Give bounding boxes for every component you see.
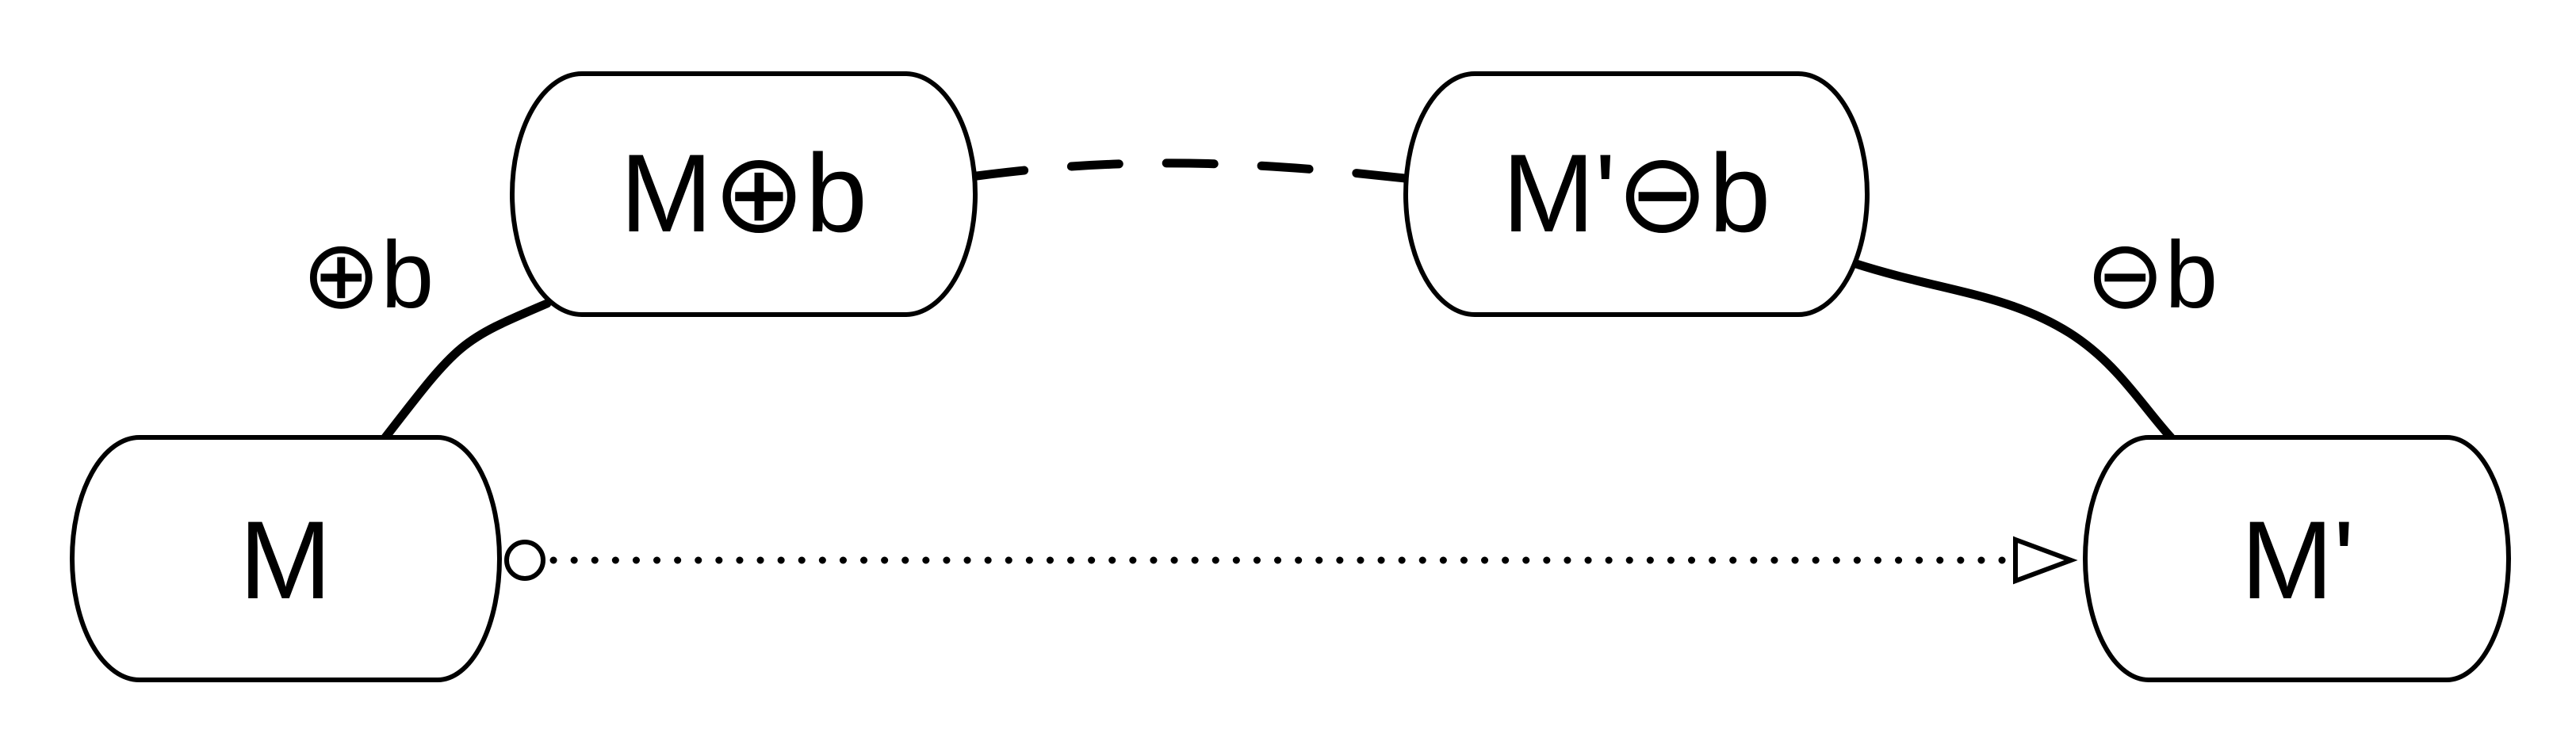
node-m-shape	[70, 435, 502, 682]
node-m-plus-b-label: M⊕b	[620, 131, 867, 255]
edge-m-to-m-plus-b	[381, 299, 552, 442]
edge-label-remove-b: ⊖b	[2085, 222, 2218, 328]
arrow-head-icon	[2013, 536, 2078, 585]
node-m-prime-label: M'	[2241, 498, 2354, 622]
node-m: M	[70, 435, 502, 682]
node-m-prime-shape	[2083, 435, 2511, 682]
node-m-prime-minus-b: M'⊖b	[1403, 71, 1870, 317]
edge-m-plus-b-to-m-prime-minus-b	[972, 158, 1410, 183]
node-m-prime-minus-b-label: M'⊖b	[1502, 131, 1771, 255]
node-m-prime-minus-b-shape	[1403, 71, 1870, 317]
node-m-prime: M'	[2083, 435, 2511, 682]
edge-label-add-b: ⊕b	[301, 222, 434, 328]
edge-m-prime-minus-b-to-m-prime	[1849, 258, 2176, 442]
node-m-plus-b: M⊕b	[510, 71, 978, 317]
edge-start-circle-icon	[504, 540, 545, 581]
node-m-label: M	[239, 498, 332, 622]
node-m-plus-b-shape	[510, 71, 978, 317]
